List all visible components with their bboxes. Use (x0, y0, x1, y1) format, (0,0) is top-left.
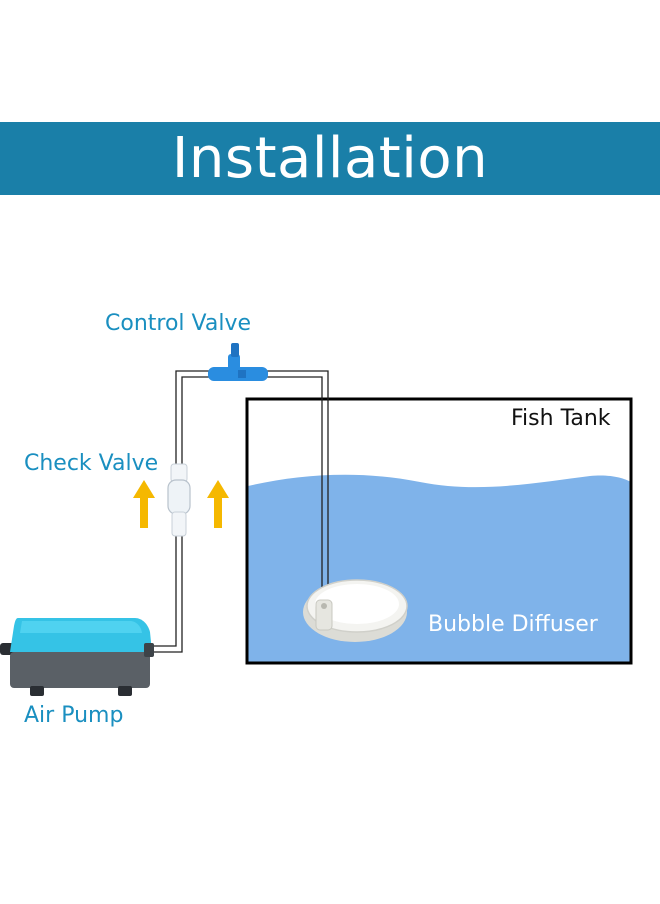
check-valve (167, 463, 191, 537)
airflow-arrow-right (207, 480, 229, 528)
air-pump-label: Air Pump (24, 703, 124, 728)
airflow-arrow-left (133, 480, 155, 528)
page-title: Installation (171, 125, 489, 191)
control-valve-label: Control Valve (105, 311, 252, 336)
check-valve-label: Check Valve (24, 451, 159, 476)
title-banner: Installation (0, 122, 660, 195)
air-tubing (150, 370, 329, 653)
bubble-diffuser (303, 579, 408, 642)
air-pump (0, 618, 154, 696)
fish-tank-label: Fish Tank (511, 406, 611, 431)
fish-tank-outline (245, 397, 633, 665)
control-valve (208, 343, 268, 381)
bubble-diffuser-label: Bubble Diffuser (428, 612, 598, 637)
